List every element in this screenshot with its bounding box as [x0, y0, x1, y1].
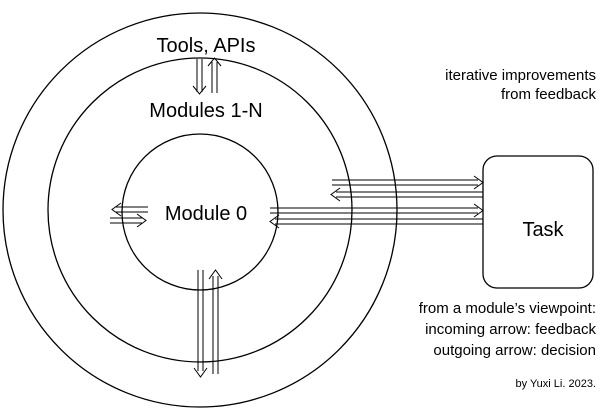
inner-circle-label: Module 0 — [165, 203, 247, 225]
middle-ring-modules — [47, 57, 353, 363]
arrow-up-to-module0 — [208, 269, 223, 374]
note-bottom-line-3: outgoing arrow: decision — [433, 342, 596, 359]
arrow-module0-to-task — [270, 203, 484, 218]
note-bottom-line-2: incoming arrow: feedback — [425, 321, 596, 338]
outer-ring-tools — [2, 12, 398, 408]
arrow-left-outgoing — [111, 202, 148, 217]
arrow-modules-to-tools — [207, 57, 222, 93]
arrow-module0-down — [193, 270, 208, 378]
note-top-line-2: from feedback — [501, 86, 597, 103]
task-label: Task — [522, 219, 564, 241]
arrow-task-to-modules — [330, 187, 483, 202]
arrow-modules-to-task — [332, 175, 484, 190]
task-box — [482, 155, 594, 289]
arrow-tools-to-modules — [192, 59, 207, 95]
middle-label-bg — [140, 96, 280, 122]
credit-text: by Yuxi Li. 2023. — [515, 378, 596, 390]
arrow-left-incoming — [110, 213, 147, 228]
note-bottom-line-1: from a module’s viewpoint: — [419, 300, 596, 317]
note-top-line-1: iterative improvements — [445, 67, 596, 84]
outer-ring-label: Tools, APIs — [157, 35, 256, 57]
arrow-task-to-module0 — [269, 214, 483, 229]
outer-label-bg — [150, 30, 262, 56]
middle-ring-label: Modules 1-N — [149, 100, 262, 122]
